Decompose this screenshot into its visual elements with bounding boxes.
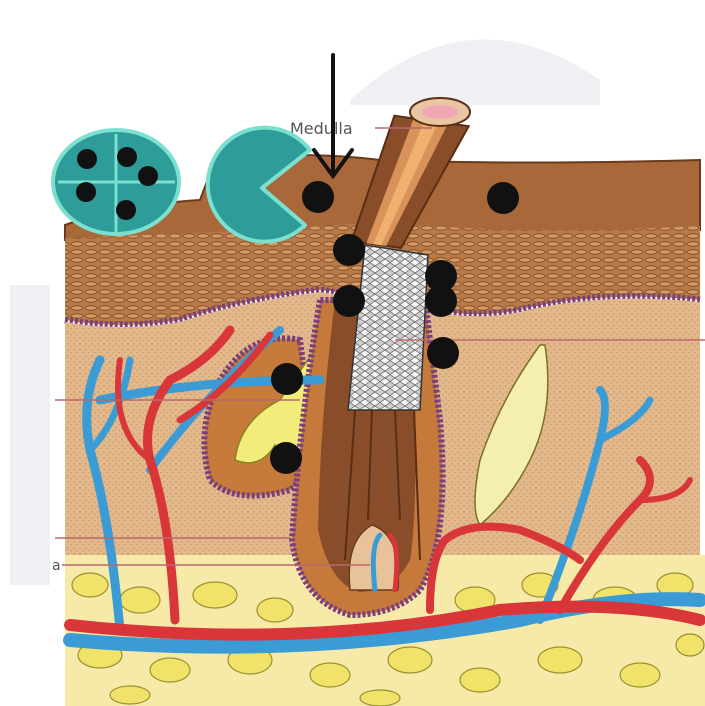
medulla-label: Medulla (290, 119, 353, 138)
marker-dot (270, 442, 302, 474)
marker-dot (487, 182, 519, 214)
cookie-token-icon[interactable] (53, 130, 179, 234)
marker-dot (333, 285, 365, 317)
marker-dot (271, 363, 303, 395)
down-arrow-icon (314, 55, 352, 176)
background-bar (10, 285, 50, 585)
background-arch (350, 40, 600, 106)
marker-dot (302, 181, 334, 213)
marker-dot (333, 234, 365, 266)
marker-dot (425, 285, 457, 317)
edge-label-fragment: a (52, 558, 61, 574)
marker-dot (427, 337, 459, 369)
